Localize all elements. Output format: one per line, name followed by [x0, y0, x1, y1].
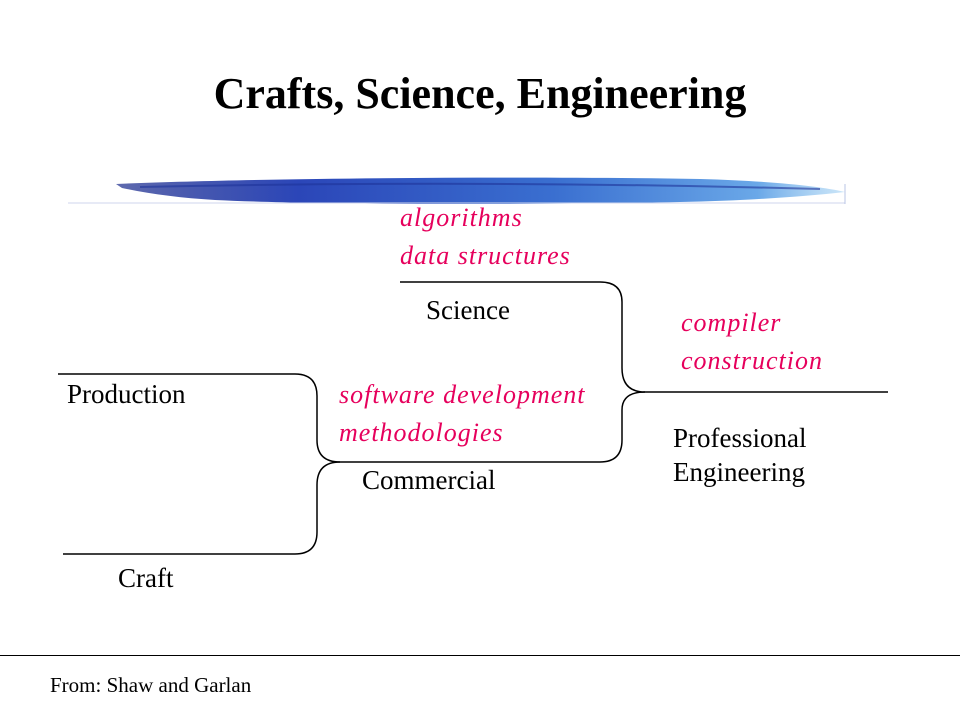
- annotation-compiler-construction: compiler construction: [681, 304, 823, 380]
- source-citation: From: Shaw and Garlan: [50, 673, 252, 697]
- science-to-professional-line: [400, 281, 888, 393]
- annotation-algorithms-line1: algorithms: [400, 203, 523, 232]
- annotation-compiler-line2: construction: [681, 346, 823, 375]
- footer-divider: [0, 655, 960, 656]
- production-to-commercial-line: [58, 373, 341, 463]
- stage-professional-line2: Engineering: [673, 457, 805, 487]
- stage-professional-engineering-label: Professional Engineering: [673, 421, 806, 489]
- annotation-software-development: software development methodologies: [339, 376, 585, 452]
- commercial-to-professional-line: [621, 391, 646, 422]
- stage-production-label: Production: [67, 379, 186, 409]
- brush-stroke-divider: [68, 177, 846, 205]
- annotation-software-line1: software development: [339, 380, 586, 409]
- craft-to-commercial-line: [63, 422, 623, 555]
- annotation-algorithms: algorithms data structures: [400, 199, 571, 275]
- annotation-compiler-line1: compiler: [681, 308, 782, 337]
- page-title: Crafts, Science, Engineering: [213, 69, 747, 118]
- stage-craft-label: Craft: [118, 563, 174, 593]
- stage-commercial-label: Commercial: [362, 465, 496, 495]
- stage-professional-line1: Professional: [673, 423, 807, 453]
- annotation-software-line2: methodologies: [339, 418, 504, 447]
- stage-science-label: Science: [426, 295, 510, 325]
- annotation-algorithms-line2: data structures: [400, 241, 571, 270]
